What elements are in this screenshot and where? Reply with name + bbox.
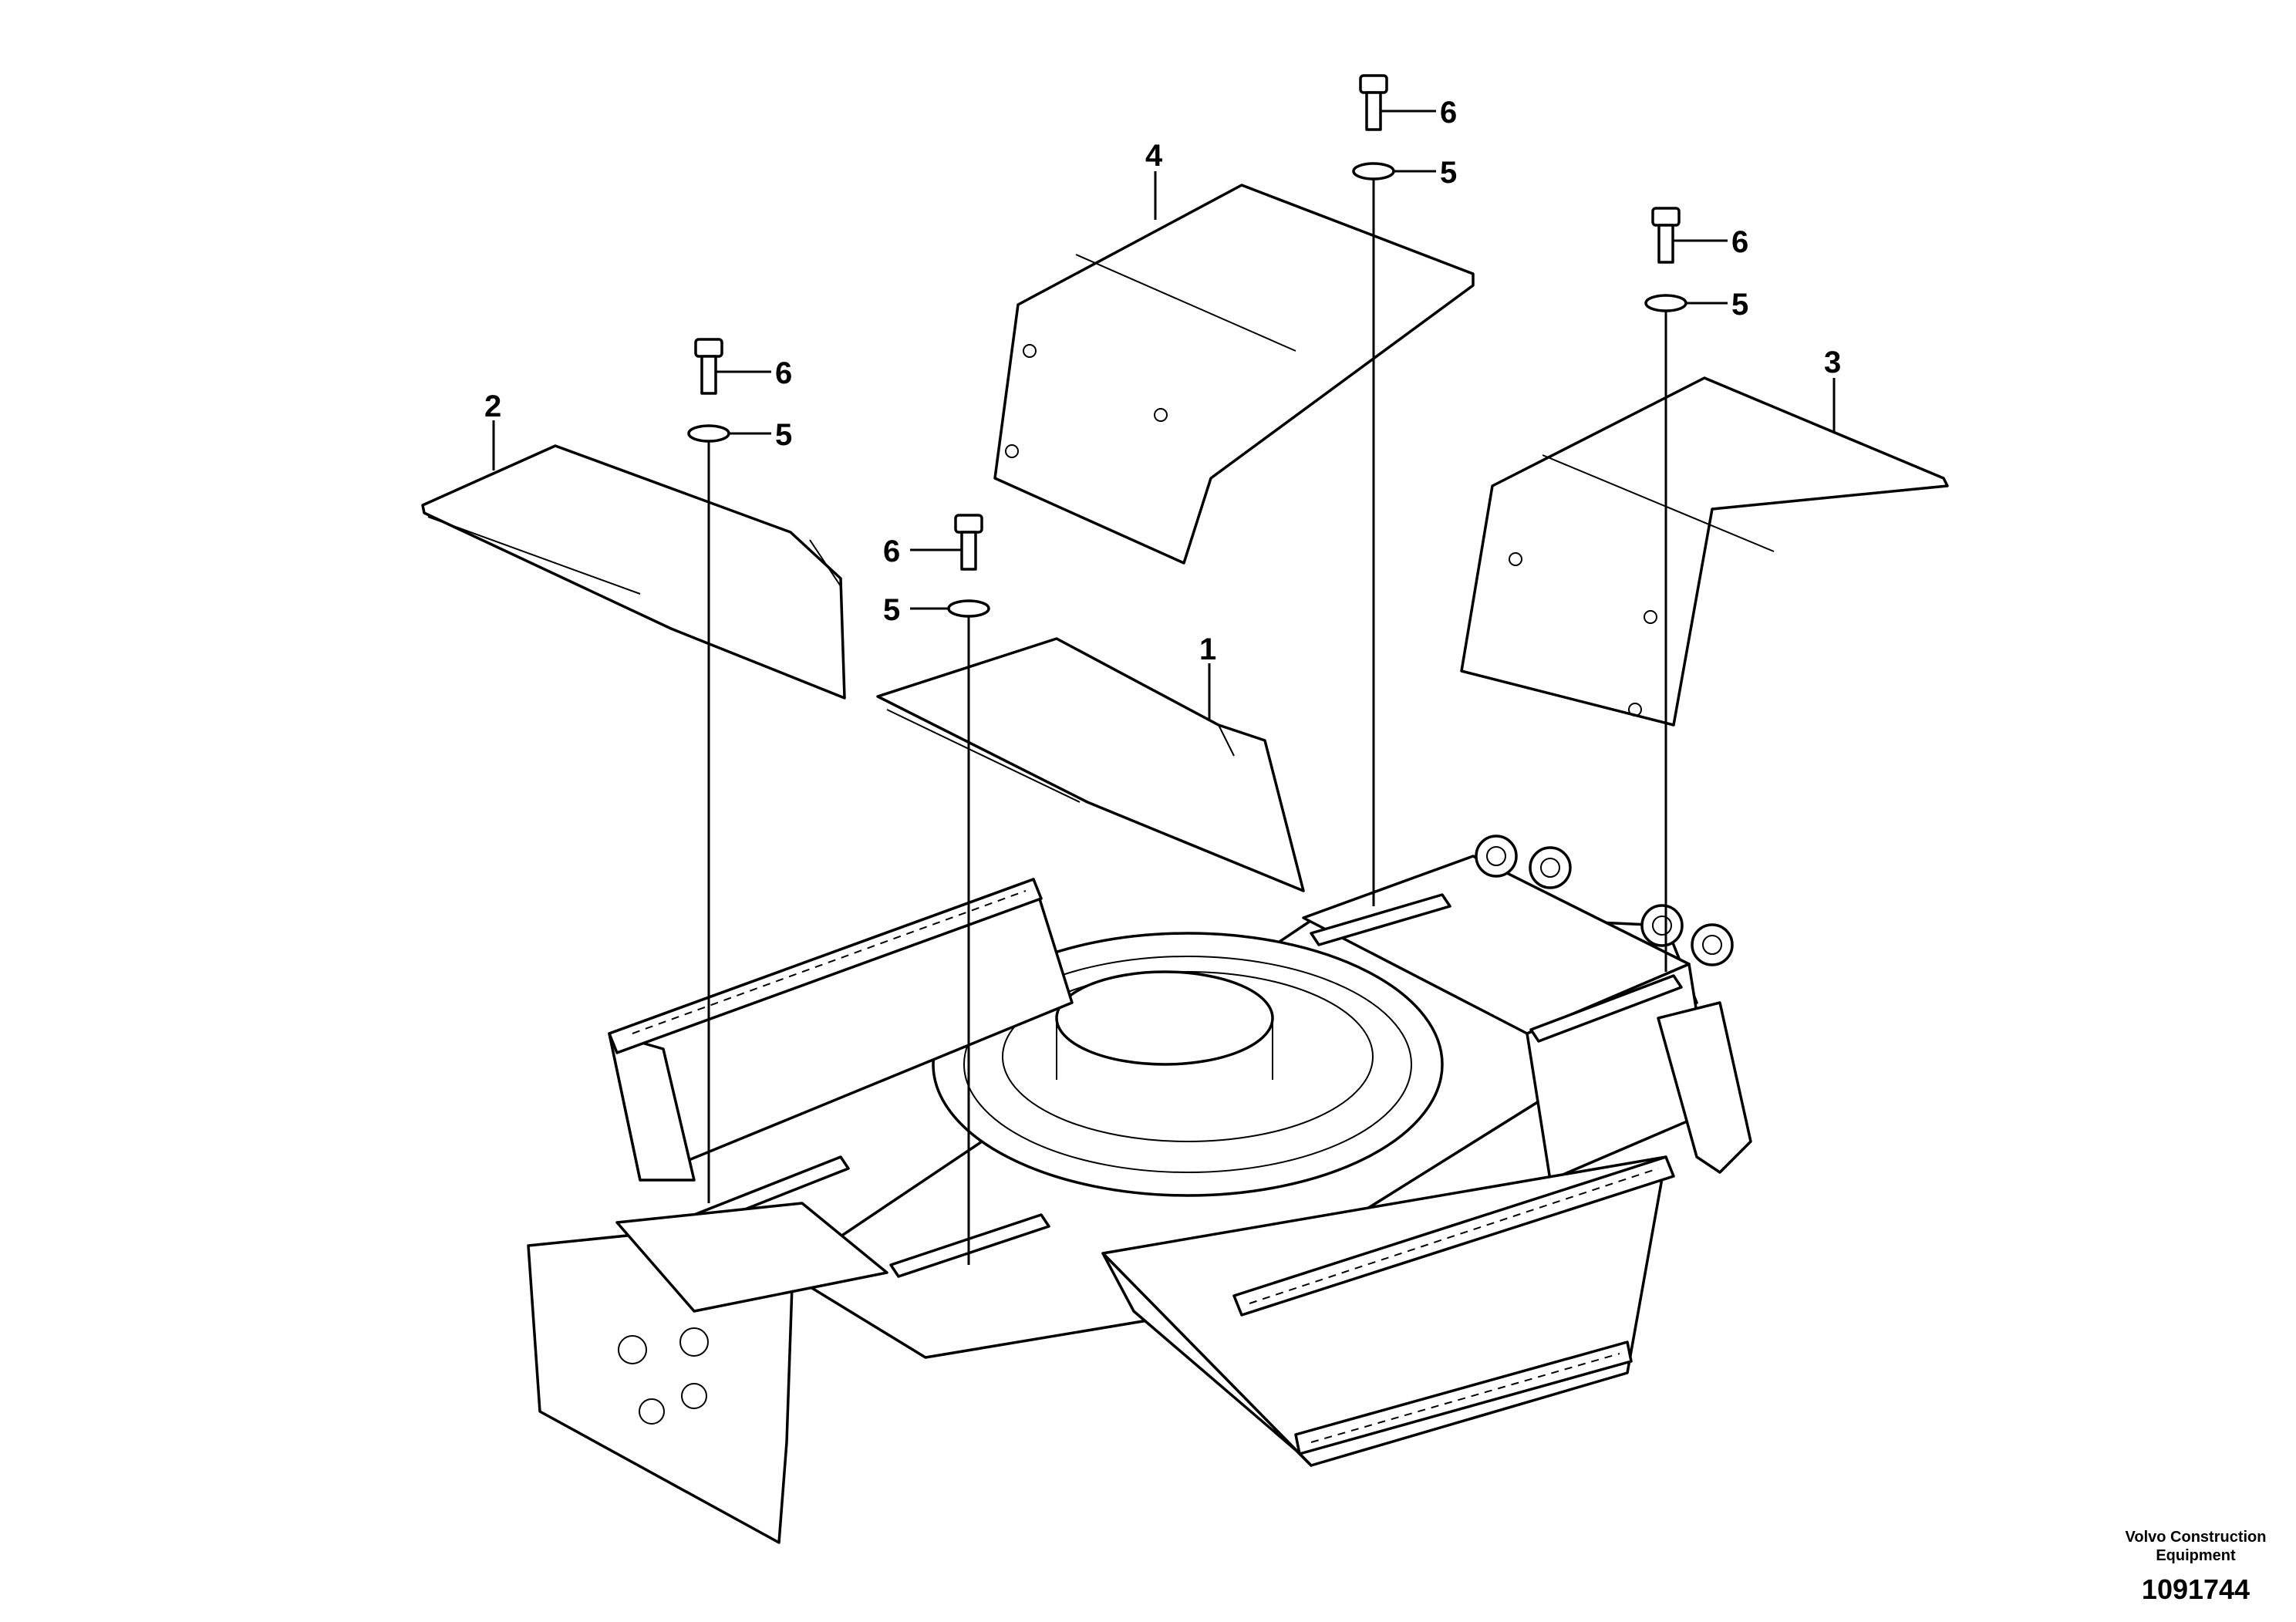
cover-part-3 <box>1460 376 1949 727</box>
callout-labels: 1 2 3 4 6 5 6 5 6 5 6 5 <box>484 96 1841 666</box>
callout-leaders <box>492 110 1836 721</box>
bolt-and-washer-set <box>687 74 1687 618</box>
right-step-box <box>1101 1155 1675 1467</box>
perforated-grille <box>615 1202 888 1313</box>
assembly-lines <box>707 179 1667 1265</box>
callout-1: 1 <box>1199 632 1216 666</box>
callout-5-part3: 5 <box>1731 288 1748 322</box>
callout-6-part3: 6 <box>1731 225 1748 259</box>
callout-3: 3 <box>1824 346 1841 379</box>
credit-company-line1: Volvo Construction <box>2125 1529 2267 1546</box>
cover-part-2 <box>421 444 846 700</box>
callout-2: 2 <box>484 389 501 423</box>
callout-6-part4: 6 <box>1440 96 1457 130</box>
callout-5-part4: 5 <box>1440 156 1457 190</box>
cover-part-1 <box>876 637 1305 892</box>
left-step-box <box>608 878 1074 1182</box>
callout-5-part1: 5 <box>883 593 900 627</box>
manufacturer-credit: Volvo Construction Equipment 1091744 <box>2111 1528 2281 1607</box>
callout-6-part2: 6 <box>775 356 792 390</box>
drawing-number: 1091744 <box>2141 1573 2250 1605</box>
upper-frame-assembly <box>693 835 1752 1359</box>
boom-hinge-brackets <box>1475 835 1734 966</box>
callout-6-part1: 6 <box>883 534 900 568</box>
callout-4: 4 <box>1145 139 1163 173</box>
rear-end-plate <box>527 1202 888 1544</box>
callout-5-part2: 5 <box>775 418 792 452</box>
credit-company-line2: Equipment <box>2156 1547 2236 1564</box>
cover-part-4 <box>993 184 1475 565</box>
